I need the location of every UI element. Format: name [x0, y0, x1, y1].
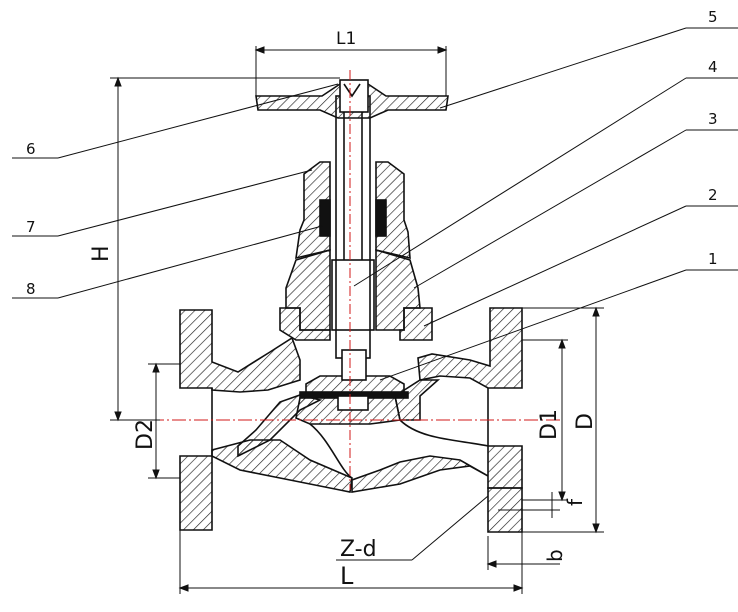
part-label-8: 8 [26, 280, 36, 298]
dimension-lines [110, 46, 604, 594]
part-label-2: 2 [708, 186, 718, 204]
dim-label-d2: D2 [133, 419, 158, 450]
part-label-4: 4 [708, 58, 718, 76]
bonnet [279, 248, 433, 341]
dim-label-z-d: Z-d [340, 537, 377, 562]
dim-label-d: D [573, 413, 598, 430]
right-flange [351, 307, 523, 533]
dim-label-f: f [563, 498, 587, 506]
packing-ring [319, 199, 387, 237]
part-number-labels: 5 4 3 2 1 6 7 8 [26, 8, 718, 298]
valve-disc [299, 349, 409, 411]
leader-lines [12, 27, 738, 561]
part-label-3: 3 [708, 110, 718, 128]
dim-label-h: H [89, 245, 114, 262]
dim-label-l: L [340, 562, 354, 590]
dim-label-l1: L1 [336, 29, 356, 49]
part-label-5: 5 [708, 8, 718, 26]
part-label-6: 6 [26, 140, 36, 158]
centerlines [150, 70, 560, 490]
part-label-7: 7 [26, 218, 36, 236]
dimension-labels: L1 H D2 D1 D L Z-d f b [89, 29, 598, 590]
dim-label-b: b [543, 549, 567, 562]
handwheel [255, 79, 449, 119]
part-label-1: 1 [708, 250, 718, 268]
valve-stem [331, 95, 375, 359]
dim-label-d1: D1 [537, 409, 562, 440]
body-outline [211, 388, 489, 479]
